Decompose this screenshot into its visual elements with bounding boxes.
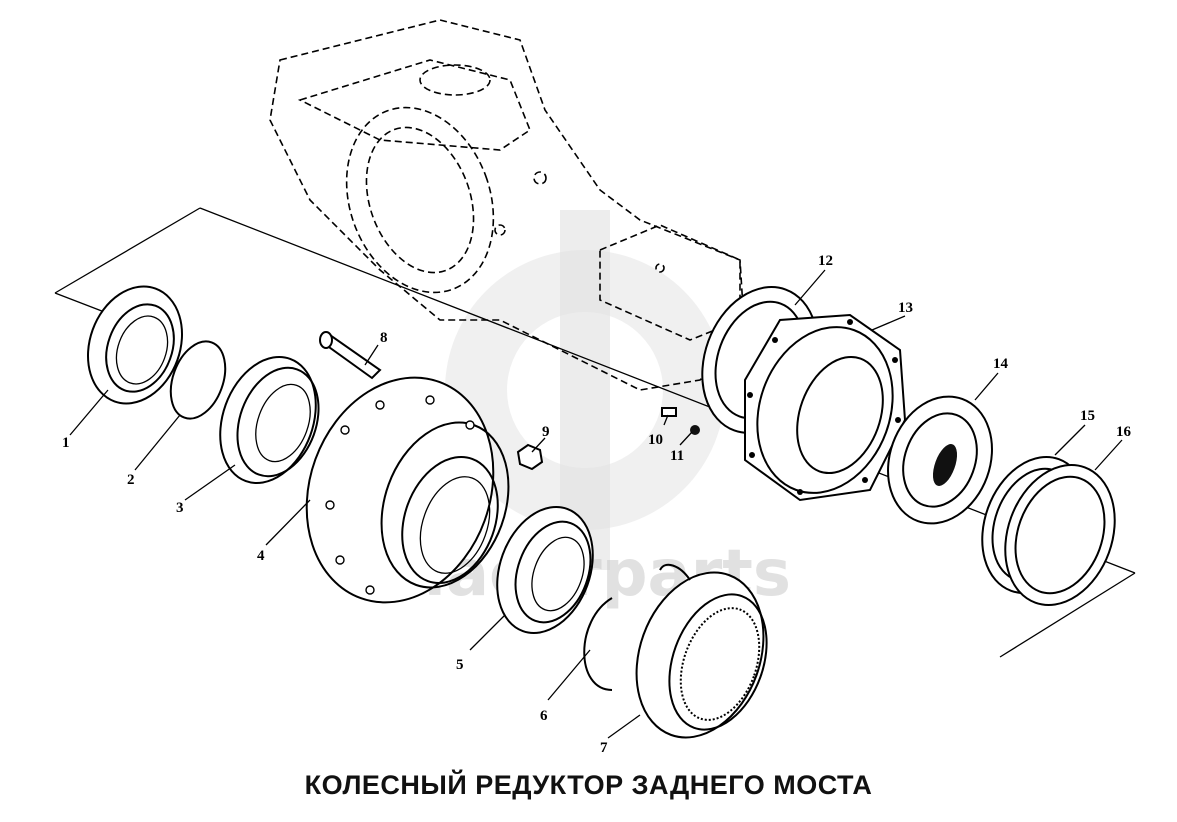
callout-7: 7 (600, 740, 608, 756)
part-2-snap-ring (169, 340, 227, 420)
part-3-bearing (219, 356, 320, 484)
callout-2: 2 (127, 472, 135, 488)
part-11-washer (690, 425, 700, 435)
callout-numbers: 1 2 3 4 5 6 7 8 9 10 11 12 13 14 15 16 (62, 253, 1132, 756)
callout-13: 13 (898, 300, 913, 316)
part-4-hub (305, 376, 510, 604)
callout-10: 10 (648, 432, 663, 448)
callout-9: 9 (542, 424, 550, 440)
part-8-stud (319, 331, 382, 380)
callout-11: 11 (670, 448, 684, 464)
callout-5: 5 (456, 657, 464, 673)
part-10-bolt (661, 407, 677, 417)
part-16-ring (1004, 464, 1116, 606)
callout-8: 8 (380, 330, 388, 346)
callout-6: 6 (540, 708, 548, 724)
part-9-nut (516, 443, 544, 471)
callout-12: 12 (818, 253, 833, 269)
part-14-sun-gear (887, 395, 993, 525)
callout-15: 15 (1080, 408, 1095, 424)
watermark-logo (445, 210, 725, 570)
part-5-bearing (496, 506, 594, 634)
diagram-title: КОЛЕСНЫЙ РЕДУКТОР ЗАДНЕГО МОСТА (304, 770, 873, 800)
axis-frame (54, 207, 1136, 658)
callout-4: 4 (257, 548, 265, 564)
part-7-ring-gear (635, 563, 768, 739)
part-13-carrier (744, 313, 907, 502)
callout-1: 1 (62, 435, 70, 451)
callout-16: 16 (1116, 424, 1132, 440)
callout-3: 3 (176, 500, 184, 516)
part-6-retaining-ring (583, 597, 613, 691)
leader-lines (69, 269, 1123, 739)
part-1-seal (86, 285, 184, 405)
callout-14: 14 (993, 356, 1009, 372)
